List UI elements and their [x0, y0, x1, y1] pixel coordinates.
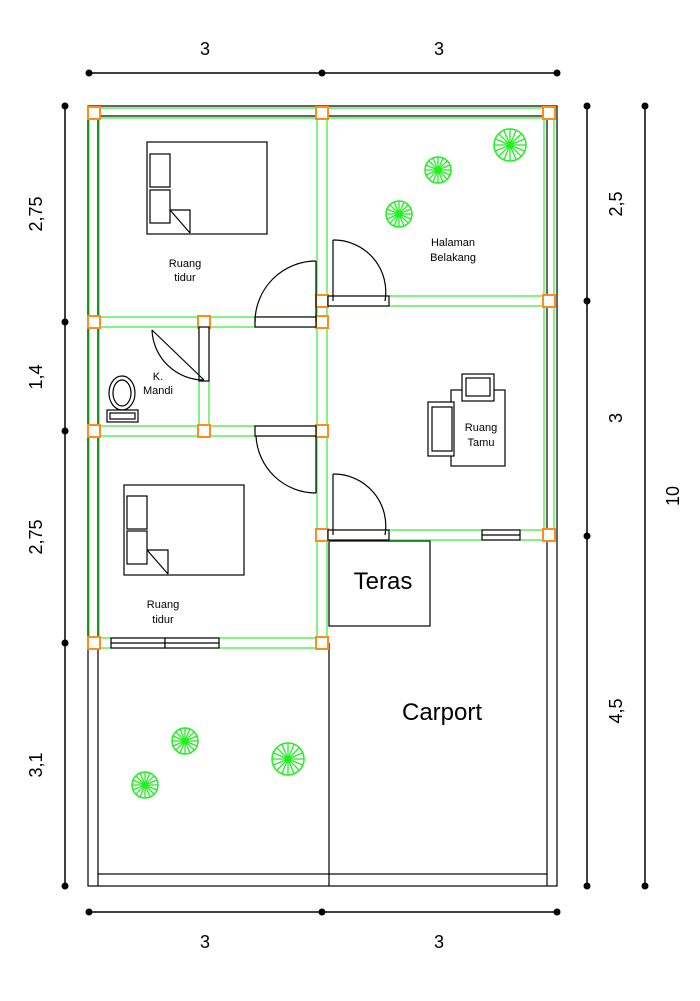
toilet-icon [106, 375, 139, 423]
label-bathroom-1: K. [153, 371, 163, 383]
label-bedroom-top-1: Ruang [169, 258, 201, 270]
window-icon [481, 529, 521, 541]
label-backyard-1: Halaman [431, 237, 475, 249]
label-bedroom-bottom-2: tidur [152, 614, 174, 626]
bottom-dimension: 3 3 [85, 908, 561, 952]
label-backyard-2: Belakang [430, 252, 476, 264]
door-swing-icon [327, 239, 390, 307]
armchair-icon [461, 373, 495, 402]
dim-right-3: 4,5 [606, 698, 626, 723]
dim-top-right: 3 [434, 39, 444, 59]
dim-left-2: 1,4 [26, 364, 46, 389]
plant-icon [493, 128, 527, 162]
dim-top-left: 3 [200, 39, 210, 59]
window-icon [110, 637, 166, 649]
dim-bottom-right: 3 [434, 932, 444, 952]
left-dimension: 2,75 1,4 2,75 3,1 [26, 102, 69, 890]
dim-total: 10 [663, 486, 683, 506]
door-swing-icon [327, 473, 390, 541]
label-living-1: Ruang [465, 422, 497, 434]
window-icon [164, 637, 220, 649]
door-swing-icon [151, 326, 210, 382]
plant-icon [171, 727, 199, 755]
label-living-2: Tamu [468, 437, 495, 449]
sofa-icon [427, 401, 455, 457]
door-swing-icon [254, 260, 317, 328]
right-dimension: 2,5 3 4,5 [583, 102, 626, 890]
door-swing-icon [254, 425, 317, 494]
dim-bottom-left: 3 [200, 932, 210, 952]
dim-right-2: 3 [606, 413, 626, 423]
bed-icon [146, 141, 268, 235]
total-dimension: 10 [641, 102, 683, 890]
plant-icon [131, 771, 159, 799]
column-nodes [87, 106, 556, 650]
plants [131, 128, 527, 799]
label-bedroom-top-2: tidur [174, 272, 196, 284]
dim-left-1: 2,75 [26, 196, 46, 231]
bed-icon [123, 484, 245, 576]
label-terrace: Teras [354, 568, 413, 595]
room-labels: Ruang tidur Halaman Belakang K. Mandi Ru… [143, 237, 497, 726]
dim-right-1: 2,5 [606, 191, 626, 216]
plant-icon [271, 742, 305, 776]
plant-icon [385, 200, 413, 228]
top-dimension: 3 3 [85, 39, 561, 77]
dim-left-4: 3,1 [26, 752, 46, 777]
label-carport: Carport [402, 699, 482, 726]
plant-icon [424, 156, 452, 184]
label-bathroom-2: Mandi [143, 385, 173, 397]
terrace-box [328, 540, 431, 627]
dim-left-3: 2,75 [26, 519, 46, 554]
label-bedroom-bottom-1: Ruang [147, 599, 179, 611]
